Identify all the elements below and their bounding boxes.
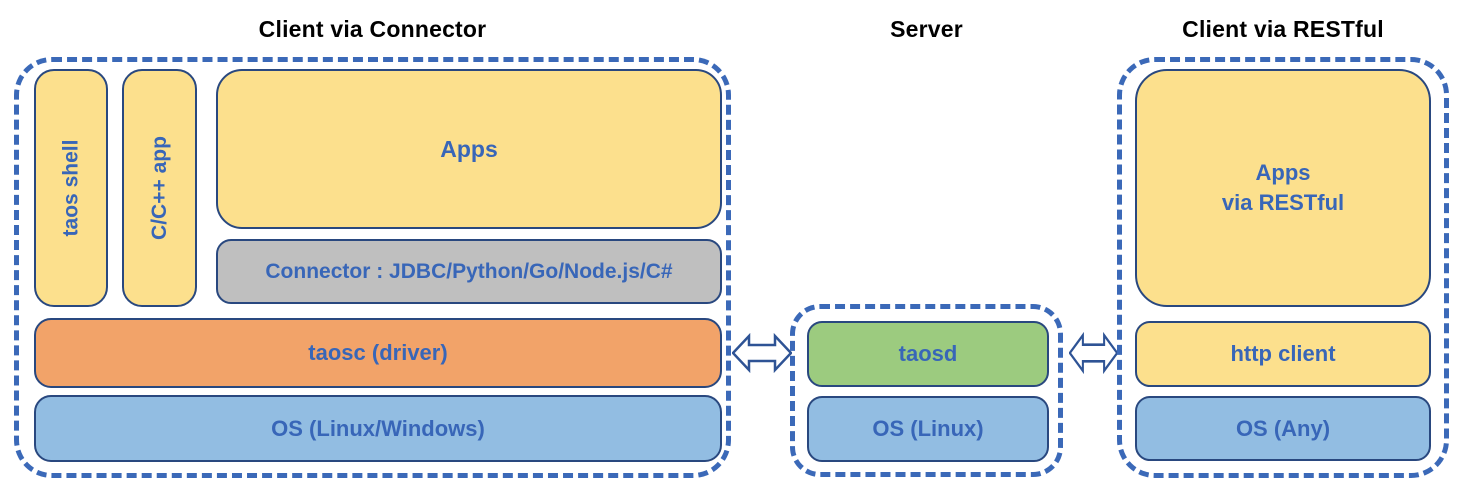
bidirectional-arrow-icon-right xyxy=(1069,331,1118,375)
client-connector-title: Client via Connector xyxy=(258,16,487,42)
http-client-box: http client xyxy=(1135,321,1431,387)
client-restful-title: Client via RESTful xyxy=(1182,16,1384,42)
cpp-app-box: C/C++ app xyxy=(122,69,197,307)
connector-box: Connector : JDBC/Python/Go/Node.js/C# xyxy=(216,239,722,304)
taosd-box: taosd xyxy=(807,321,1049,387)
taosd-label: taosd xyxy=(898,341,958,366)
client-connector-group xyxy=(14,57,731,478)
os-linux-box: OS (Linux) xyxy=(807,396,1049,462)
client-restful-group xyxy=(1117,57,1449,478)
server-title: Server xyxy=(890,16,963,42)
apps-via-restful-label-line2: via RESTful xyxy=(1221,190,1345,215)
taosc-driver-box: taosc (driver) xyxy=(34,318,722,388)
http-client-label: http client xyxy=(1230,341,1336,366)
taos-shell-label: taos shell xyxy=(59,139,82,237)
cpp-app-label: C/C++ app xyxy=(147,136,171,240)
taosc-driver-label: taosc (driver) xyxy=(308,340,448,365)
os-any-label: OS (Any) xyxy=(1235,415,1331,441)
os-linux-windows-label: OS (Linux/Windows) xyxy=(271,415,485,441)
os-any-box: OS (Any) xyxy=(1135,396,1431,461)
apps-via-restful-label-line1: Apps xyxy=(1255,160,1311,186)
connector-label: Connector : JDBC/Python/Go/Node.js/C# xyxy=(265,259,673,283)
apps-box: Apps xyxy=(216,69,722,229)
apps-via-restful-box: Apps via RESTful xyxy=(1135,69,1431,307)
os-linux-label: OS (Linux) xyxy=(872,416,984,441)
apps-label: Apps xyxy=(440,135,498,162)
os-linux-windows-box: OS (Linux/Windows) xyxy=(34,395,722,462)
server-group xyxy=(790,304,1063,477)
bidirectional-arrow-icon-left xyxy=(732,332,792,374)
taos-shell-box: taos shell xyxy=(34,69,108,307)
